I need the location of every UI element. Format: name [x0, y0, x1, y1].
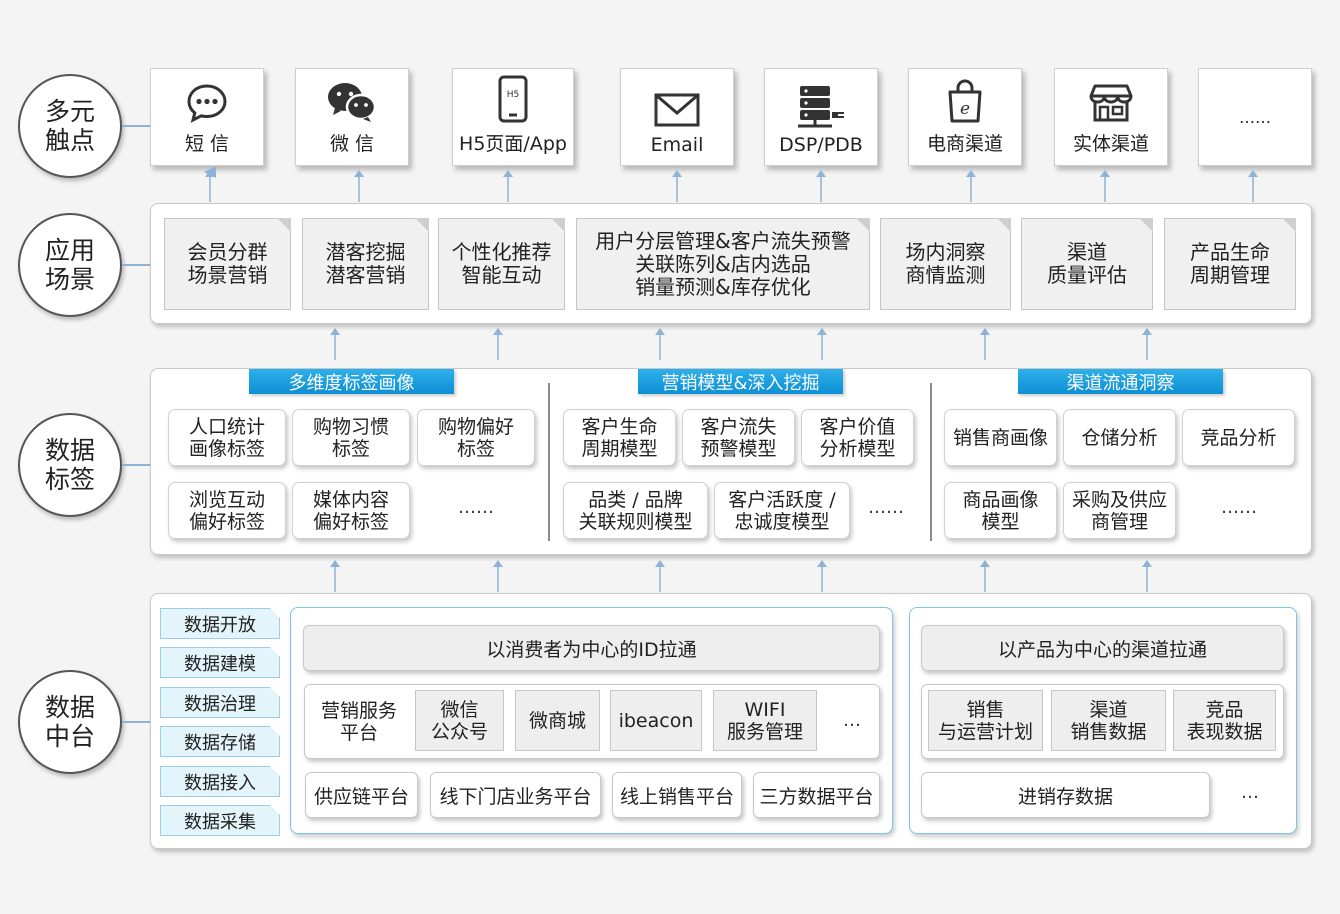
product-channel-sales: 渠道 销售数据 — [1051, 690, 1166, 751]
marketing-ibeacon: ibeacon — [610, 690, 702, 751]
side-data-modeling: 数据建模 — [160, 647, 280, 678]
touchpoint-label: …… — [1239, 107, 1271, 127]
scenario-user-layering: 用户分层管理&客户流失预警 关联陈列&店内选品 销量预测&库存优化 — [576, 218, 870, 310]
touchpoint-email: Email — [620, 68, 734, 166]
fold-corner — [856, 218, 870, 232]
svg-text:e: e — [960, 99, 970, 119]
fold-corner — [1282, 218, 1296, 232]
chat-bubble-icon — [187, 84, 227, 123]
touchpoint-physical-store: 实体渠道 — [1054, 68, 1168, 166]
fold-corner — [551, 218, 565, 232]
marketing-wechat-oa: 微信 公众号 — [415, 690, 504, 751]
tag-more: …… — [868, 497, 904, 518]
side-data-open: 数据开放 — [160, 608, 280, 639]
tag-demographic: 人口统计 画像标签 — [168, 409, 286, 466]
platform-offline-store: 线下门店业务平台 — [430, 772, 601, 818]
tag-group-header-profile: 多维度标签画像 — [249, 369, 454, 394]
connector-line — [122, 464, 150, 466]
server-plug-icon — [798, 86, 844, 128]
marketing-more: … — [843, 710, 861, 731]
tag-activity-loyalty: 客户活跃度 / 忠诚度模型 — [714, 482, 850, 539]
touchpoint-dsp-pdb: DSP/PDB — [764, 68, 878, 166]
tag-product-profile: 商品画像 模型 — [944, 482, 1057, 539]
product-inventory-data: 进销存数据 — [921, 772, 1210, 818]
consumer-id-title: 以消费者为中心的ID拉通 — [303, 625, 880, 671]
tag-category-association: 品类 / 品牌 关联规则模型 — [563, 482, 708, 539]
shopping-bag-icon: e — [948, 79, 982, 123]
connector-line — [122, 721, 150, 723]
row-label-tags: 数据 标签 — [18, 413, 122, 517]
touchpoint-label: DSP/PDB — [779, 134, 863, 156]
touchpoint-label: 微 信 — [329, 133, 375, 155]
touchpoint-more: …… — [1198, 68, 1312, 166]
scenario-product-lifecycle: 产品生命 周期管理 — [1164, 218, 1296, 310]
tag-media-content: 媒体内容 偏好标签 — [292, 482, 410, 539]
tag-group-header-models: 营销模型&深入挖掘 — [638, 369, 843, 394]
group-divider — [548, 383, 550, 541]
fold-corner — [1139, 218, 1153, 232]
tag-shopping-habit: 购物习惯 标签 — [292, 409, 410, 466]
touchpoint-label: 短 信 — [184, 133, 230, 155]
marketing-platform-label: 营销服务 平台 — [320, 700, 397, 744]
tag-browse-interaction: 浏览互动 偏好标签 — [168, 482, 286, 539]
scenario-venue-insight: 场内洞察 商情监测 — [880, 218, 1011, 310]
marketing-wifi: WIFI 服务管理 — [713, 690, 817, 751]
tag-procurement-supplier: 采购及供应 商管理 — [1063, 482, 1176, 539]
connector-line — [122, 125, 150, 127]
side-data-collect: 数据采集 — [160, 805, 280, 836]
platform-third-party: 三方数据平台 — [753, 772, 880, 818]
touchpoint-wechat: 微 信 — [295, 68, 409, 166]
touchpoint-label: Email — [650, 134, 704, 156]
scenario-channel-quality: 渠道 质量评估 — [1021, 218, 1153, 310]
tag-warehouse-analysis: 仓储分析 — [1063, 409, 1176, 466]
wechat-icon — [328, 83, 377, 122]
side-data-governance: 数据治理 — [160, 687, 280, 718]
fold-corner — [277, 218, 291, 232]
side-data-storage: 数据存储 — [160, 726, 280, 757]
scenario-personalized-recommend: 个性化推荐 智能互动 — [438, 218, 565, 310]
connector-line — [122, 264, 150, 266]
tag-more: …… — [458, 497, 494, 518]
row-label-platform: 数据 中台 — [18, 670, 122, 774]
product-sop: 销售 与运营计划 — [928, 690, 1043, 751]
tag-customer-lifecycle: 客户生命 周期模型 — [563, 409, 676, 466]
tag-group-header-channel: 渠道流通洞察 — [1018, 369, 1223, 394]
side-data-ingest: 数据接入 — [160, 766, 280, 797]
tag-dealer-profile: 销售商画像 — [944, 409, 1057, 466]
touchpoint-label: 电商渠道 — [926, 133, 1003, 155]
envelope-icon — [654, 93, 700, 127]
row-label-scenarios: 应用 场景 — [18, 213, 122, 317]
scenario-prospect-mining: 潜客挖掘 潜客营销 — [302, 218, 429, 310]
product-competitor-performance: 竞品 表现数据 — [1173, 690, 1276, 751]
touchpoint-h5-app: H5 H5页面/App — [452, 68, 574, 166]
storefront-icon — [1089, 84, 1133, 122]
group-divider — [930, 383, 932, 541]
phone-h5-icon: H5 — [498, 75, 528, 123]
touchpoint-label: H5页面/App — [459, 133, 567, 155]
product-channel-title: 以产品为中心的渠道拉通 — [921, 625, 1284, 671]
fold-corner — [415, 218, 429, 232]
tag-customer-value: 客户价值 分析模型 — [801, 409, 914, 466]
scenario-member-segment: 会员分群 场景营销 — [164, 218, 291, 310]
tag-more: …… — [1221, 497, 1257, 518]
fold-corner — [997, 218, 1011, 232]
row-label-touchpoints: 多元 触点 — [18, 74, 122, 178]
tag-shopping-preference: 购物偏好 标签 — [417, 409, 535, 466]
product-more: … — [1241, 782, 1259, 803]
touchpoint-label: 实体渠道 — [1072, 133, 1149, 155]
tag-churn-warning: 客户流失 预警模型 — [682, 409, 795, 466]
phone-h5-text: H5 — [507, 90, 520, 100]
tag-competitor-analysis: 竞品分析 — [1182, 409, 1295, 466]
marketing-micro-mall: 微商城 — [515, 690, 600, 751]
touchpoint-sms: 短 信 — [150, 68, 264, 166]
platform-online-sales: 线上销售平台 — [612, 772, 742, 818]
platform-supply-chain: 供应链平台 — [305, 772, 418, 818]
touchpoint-ecommerce: e 电商渠道 — [908, 68, 1022, 166]
